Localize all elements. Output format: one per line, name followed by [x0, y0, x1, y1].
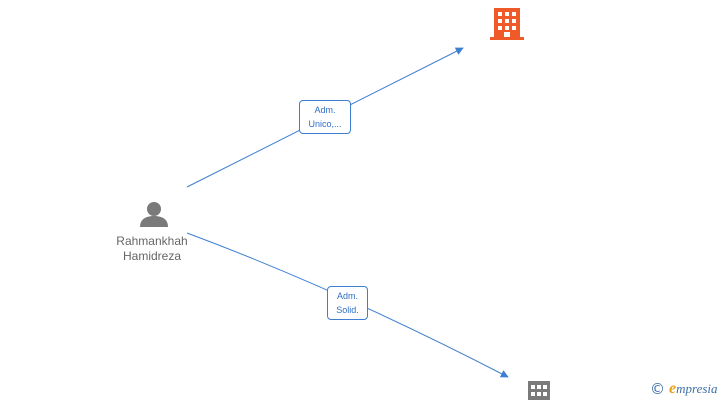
edge-label-bottom-line2: Solid.	[336, 305, 359, 315]
edge-label-top-line2: Unico,...	[308, 119, 342, 129]
edge-label-bottom[interactable]: Adm. Solid.	[327, 286, 368, 320]
empresia-logo: © e mpresia	[650, 379, 718, 399]
person-name-line2: Hamidreza	[122, 249, 182, 263]
copyright-icon: ©	[650, 380, 665, 398]
edge-label-bottom-line1: Adm.	[336, 291, 358, 301]
person-name-label[interactable]: Rahmankhah Hamidreza	[104, 234, 200, 264]
edge-label-top-line1: Adm.	[314, 105, 336, 115]
person-icon[interactable]	[140, 202, 168, 227]
empresia-wordmark: mpresia	[676, 381, 718, 396]
person-name-line1: Rahmankhah	[116, 234, 188, 248]
building-icon-bottom[interactable]	[528, 381, 550, 400]
edge-label-top[interactable]: Adm. Unico,...	[299, 100, 351, 134]
building-icon-top[interactable]	[490, 8, 524, 40]
empresia-e-mark: e	[669, 380, 677, 397]
